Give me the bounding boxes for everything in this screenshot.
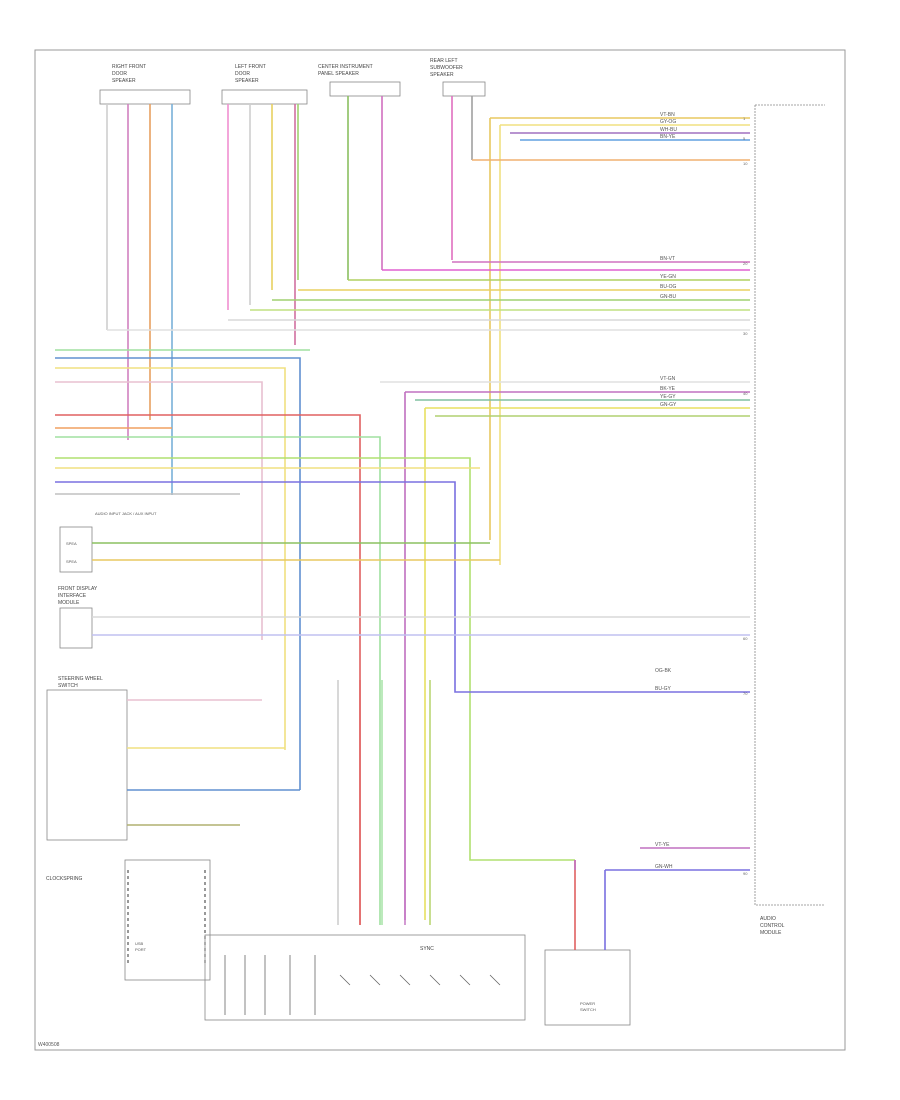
svg-text:POWER: POWER [580,1001,595,1006]
left-bus-wires [55,349,750,925]
svg-text:BK-YE: BK-YE [660,386,676,392]
svg-text:OG-BK: OG-BK [655,668,672,674]
svg-text:CONTROL: CONTROL [760,923,785,929]
svg-text:CENTER INSTRUMENT: CENTER INSTRUMENT [318,64,373,70]
left-front-speaker: LEFT FRONT DOOR SPEAKER [221,64,308,105]
right-front-speaker: RIGHT FRONT DOOR SPEAKER [99,64,191,105]
center-speaker: CENTER INSTRUMENT PANEL SPEAKER [318,64,401,97]
corner-code: W400508 [38,1042,60,1048]
svg-text:SPEA: SPEA [66,559,77,564]
svg-text:VT-YE: VT-YE [655,842,670,848]
svg-text:RIGHT FRONT: RIGHT FRONT [112,64,146,70]
svg-text:BN-YE: BN-YE [660,134,676,140]
svg-text:SPEAKER: SPEAKER [430,72,454,78]
audio-control-module [754,104,825,906]
svg-text:WH-BU: WH-BU [660,127,677,133]
rear-speaker: REAR LEFT SUBWOOFER SPEAKER [430,58,486,97]
svg-text:VT-BN: VT-BN [660,112,675,118]
svg-text:SWITCH: SWITCH [580,1007,596,1012]
acm-pin-column: 1 5 10 20 30 40 60 70 90 [743,116,748,876]
svg-text:GN-BU: GN-BU [660,294,677,300]
diagram-frame [34,49,846,1051]
svg-text:1: 1 [743,116,746,121]
svg-text:REAR LEFT: REAR LEFT [430,58,458,64]
bottom-vertical-wires [337,680,431,925]
svg-text:MODULE: MODULE [760,930,782,936]
svg-text:40: 40 [743,391,748,396]
svg-text:70: 70 [743,691,748,696]
wire-code-labels: VT-BN GY-OG WH-BU BN-YE BN-VT YE-GN BU-O… [655,112,677,870]
svg-text:INTERFACE: INTERFACE [58,593,87,599]
svg-text:SWITCH: SWITCH [58,683,78,689]
svg-text:USB: USB [135,941,144,946]
svg-text:SPEAKER: SPEAKER [235,78,259,84]
svg-text:GN-GY: GN-GY [660,402,677,408]
svg-text:YE-GN: YE-GN [660,274,676,280]
svg-text:PANEL SPEAKER: PANEL SPEAKER [318,71,359,77]
svg-text:BU-OG: BU-OG [660,284,677,290]
svg-text:BN-VT: BN-VT [660,256,675,262]
clockspring-connector: SYNC [204,934,526,1021]
svg-text:FRONT DISPLAY: FRONT DISPLAY [58,586,98,592]
svg-text:SUBWOOFER: SUBWOOFER [430,65,463,71]
svg-text:SPEA: SPEA [66,541,77,546]
svg-text:YE-GY: YE-GY [660,394,676,400]
svg-text:CLOCKSPRING: CLOCKSPRING [46,876,83,882]
svg-text:20: 20 [743,261,748,266]
svg-text:STEERING WHEEL: STEERING WHEEL [58,676,103,682]
svg-text:30: 30 [743,331,748,336]
acm-top-wires [107,117,750,565]
svg-text:PORT: PORT [135,947,147,952]
svg-text:DOOR: DOOR [235,71,250,77]
svg-text:10: 10 [743,161,748,166]
svg-text:DOOR: DOOR [112,71,127,77]
power-switch: POWER SWITCH [544,847,750,1026]
front-controls-module: SPEA SPEA AUDIO INPUT JACK / AUX INPUT [59,511,500,573]
svg-text:LEFT FRONT: LEFT FRONT [235,64,266,70]
acm-label: AUDIO [760,916,776,922]
svg-text:90: 90 [743,871,748,876]
speaker-wires [106,96,473,495]
svg-text:MODULE: MODULE [58,600,80,606]
steering-wheel-switch: STEERING WHEEL SWITCH CLOCKSPRING [46,676,300,882]
svg-text:GY-OG: GY-OG [660,119,676,125]
svg-text:VT-GN: VT-GN [660,376,676,382]
svg-text:GN-WH: GN-WH [655,864,673,870]
front-display-module: FRONT DISPLAY INTERFACE MODULE [58,586,750,649]
svg-text:AUDIO INPUT JACK / AUX INPUT: AUDIO INPUT JACK / AUX INPUT [95,511,157,516]
svg-text:SYNC: SYNC [420,946,434,952]
usb-port: USB PORT [124,859,211,981]
acm-middle-wires [380,381,750,920]
svg-text:5: 5 [743,136,746,141]
svg-text:SPEAKER: SPEAKER [112,78,136,84]
svg-text:60: 60 [743,636,748,641]
svg-text:BU-GY: BU-GY [655,686,672,692]
